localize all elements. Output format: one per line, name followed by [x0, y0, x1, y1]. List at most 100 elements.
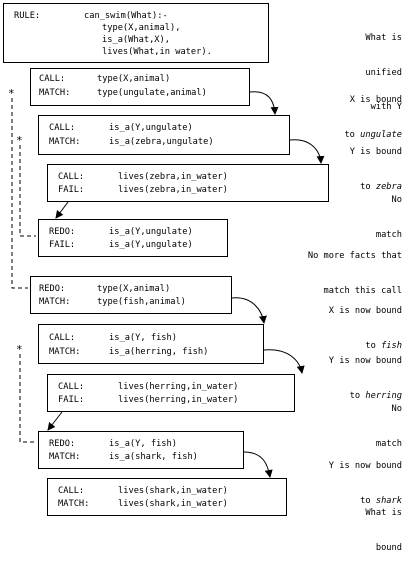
note-text: to [365, 340, 382, 351]
goal-text: is_a(Y,ungulate) [109, 123, 193, 133]
goal-text: is_a(Y,ungulate) [109, 240, 193, 250]
rule-goal-1: type(X,animal), [102, 23, 181, 33]
goal-text: lives(herring,in_water) [118, 382, 239, 392]
backtrack-line [19, 354, 36, 443]
rule-box: RULE: can_swim(What):- type(X,animal), i… [3, 3, 269, 63]
rule-note-line: with Y [370, 102, 402, 112]
note-line: bound [375, 542, 402, 553]
goal-text: lives(shark,in_water) [118, 486, 228, 496]
goal-text: type(ungulate,animal) [97, 88, 207, 98]
goal-text: is_a(zebra,ungulate) [109, 137, 214, 147]
note-binding: zebra [375, 181, 402, 192]
goal-text: lives(herring,in_water) [118, 395, 239, 405]
goal-text: is_a(Y, fish) [109, 439, 177, 449]
note-binding: herring [365, 390, 402, 401]
note-binding: ungulate [360, 129, 402, 140]
rule-note: What is unified with Y [365, 10, 402, 125]
port-label: MATCH: [58, 499, 90, 509]
port-label: CALL: [49, 123, 76, 133]
note-text: to [349, 390, 366, 401]
port-label: FAIL: [58, 185, 85, 195]
port-label: REDO: [49, 439, 76, 449]
port-label: MATCH: [49, 347, 81, 357]
note-line: What is [365, 508, 402, 518]
rule-goal-3: lives(What,in water). [102, 47, 212, 57]
note-binding: fish [381, 340, 402, 351]
redo-arrow [55, 201, 69, 219]
note-text: to [360, 495, 376, 506]
port-label: MATCH: [49, 452, 81, 462]
rule-head: can_swim(What):- [84, 11, 168, 21]
note-line: to herring [329, 391, 402, 403]
note-line: X is bound [349, 95, 402, 105]
flow-arrows [11, 91, 325, 478]
step-note: X is now bound to fish [329, 283, 402, 364]
call-arrow [263, 349, 305, 374]
port-label: MATCH: [39, 297, 71, 307]
call-arrow [243, 451, 273, 478]
step-note: Y is now bound to herring [329, 333, 402, 414]
step-note: No more facts that match this call [308, 228, 402, 309]
trace-step-box: CALL: type(X,animal) MATCH: type(ungulat… [30, 68, 250, 106]
port-label: REDO: [39, 284, 66, 294]
note-line: match this call [323, 285, 402, 296]
goal-text: is_a(shark, fish) [109, 452, 198, 462]
port-label: CALL: [58, 382, 85, 392]
redo-marker: * [16, 134, 23, 147]
note-line: No [391, 404, 402, 414]
port-label: MATCH: [39, 88, 71, 98]
trace-step-box: CALL: lives(zebra,in_water) FAIL: lives(… [47, 164, 329, 202]
port-label: FAIL: [49, 240, 76, 250]
note-line: Y is now bound [328, 356, 402, 366]
step-note: Y is bound to zebra [350, 124, 402, 205]
rule-note-line: unified [365, 67, 402, 78]
rule-note-line: What is [365, 33, 402, 43]
port-label: CALL: [49, 333, 76, 343]
step-note: Y is now bound to shark [329, 438, 402, 519]
step-note: X is bound to ungulate [344, 72, 402, 153]
trace-step-box: CALL: lives(shark,in_water) MATCH: lives… [47, 478, 287, 516]
backtrack-line [11, 98, 28, 289]
trace-step-box: REDO: is_a(Y, fish) MATCH: is_a(shark, f… [38, 431, 244, 469]
rule-goal-2: is_a(What,X), [102, 35, 170, 45]
port-label: CALL: [58, 172, 85, 182]
note-line: Y is bound [349, 147, 402, 157]
step-note: No match [376, 381, 402, 462]
step-note: No match [376, 172, 402, 253]
trace-step-box: CALL: is_a(Y,ungulate) MATCH: is_a(zebra… [38, 115, 290, 155]
note-line: to shark [329, 496, 402, 508]
note-binding: shark [375, 495, 402, 506]
goal-text: type(fish,animal) [97, 297, 186, 307]
redo-arrow [47, 411, 63, 431]
note-line: No more facts that [307, 251, 402, 261]
trace-step-box: REDO: is_a(Y,ungulate) FAIL: is_a(Y,ungu… [38, 219, 228, 257]
note-line: match [375, 229, 402, 240]
note-line: to ungulate [344, 130, 402, 142]
note-text: to [360, 181, 376, 192]
trace-step-box: REDO: type(X,animal) MATCH: type(fish,an… [30, 276, 232, 314]
goal-text: is_a(herring, fish) [109, 347, 209, 357]
note-line: X is now bound [328, 306, 402, 316]
backtrack-line [19, 145, 36, 237]
port-label: FAIL: [58, 395, 85, 405]
call-arrow [231, 297, 267, 324]
rule-label: RULE: [14, 11, 41, 21]
note-line: to fish [329, 341, 402, 353]
trace-step-box: CALL: is_a(Y, fish) MATCH: is_a(herring,… [38, 324, 264, 364]
note-line: Y is now bound [328, 461, 402, 471]
note-line: to zebra [350, 182, 402, 194]
call-arrow [249, 91, 279, 115]
port-label: MATCH: [49, 137, 81, 147]
note-line: match [375, 438, 402, 449]
goal-text: is_a(Y,ungulate) [109, 227, 193, 237]
goal-text: lives(zebra,in_water) [118, 185, 228, 195]
goal-text: type(X,animal) [97, 284, 171, 294]
goal-text: is_a(Y, fish) [109, 333, 177, 343]
call-arrow [289, 139, 325, 164]
note-line: No [391, 195, 402, 205]
redo-marker: * [8, 87, 15, 100]
port-label: CALL: [39, 74, 66, 84]
trace-step-box: CALL: lives(herring,in_water) FAIL: live… [47, 374, 295, 412]
port-label: REDO: [49, 227, 76, 237]
redo-marker: * [16, 343, 23, 356]
